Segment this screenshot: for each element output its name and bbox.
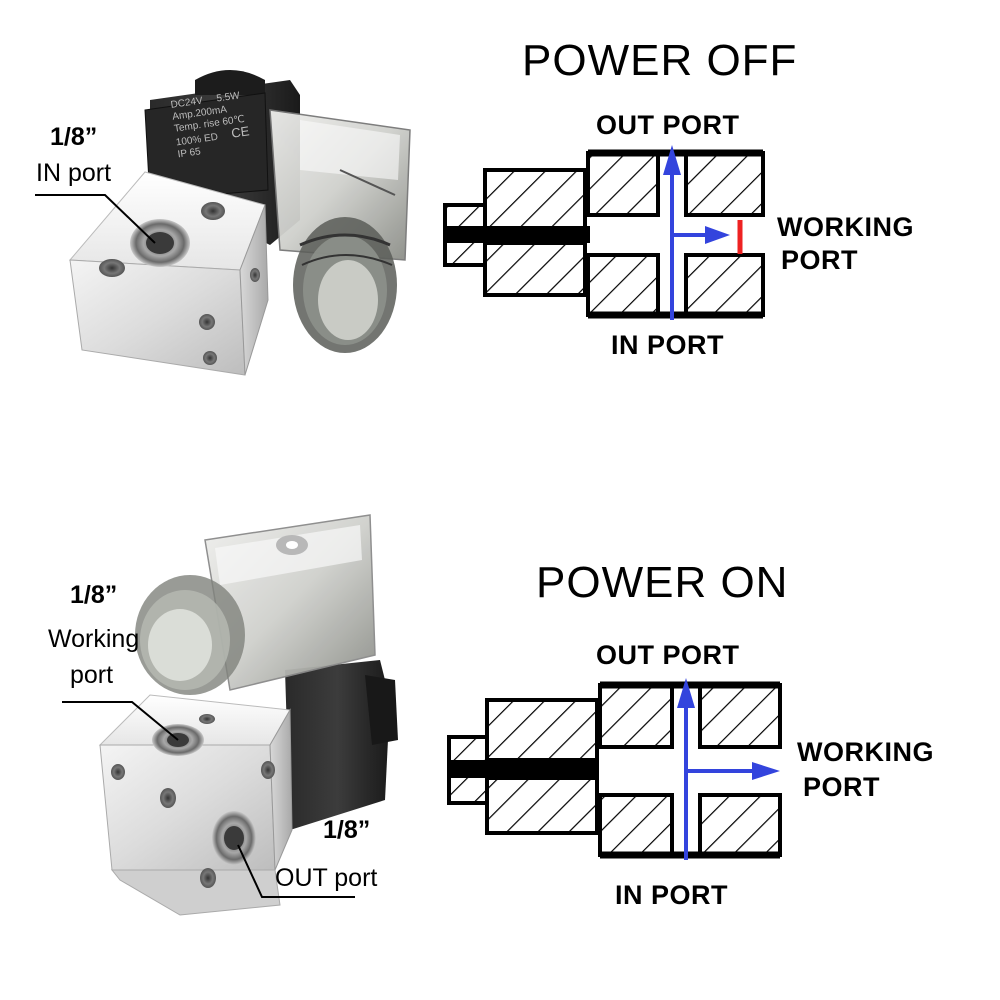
out-port-label: OUT port [275, 864, 378, 892]
ce-mark: CE [230, 123, 251, 141]
power-on-in-port-label: IN PORT [615, 880, 729, 910]
working-port-size-label: 1/8” [70, 581, 118, 609]
power-on-working-label-1: WORKING [797, 737, 934, 767]
coil-power: 5.5W [215, 90, 241, 105]
in-port-size-label: 1/8” [50, 123, 98, 151]
power-off-diagram [443, 145, 765, 320]
power-off-in-port-label: IN PORT [611, 330, 725, 360]
power-on-title: POWER ON [536, 558, 789, 607]
power-off-out-port-label: OUT PORT [596, 110, 740, 140]
working-port-label-1: Working [48, 625, 140, 653]
power-on-working-label-2: PORT [803, 772, 881, 802]
power-off-working-label-1: WORKING [777, 212, 914, 242]
valve-photo-top [68, 70, 411, 376]
power-off-flow-arrows [663, 145, 730, 320]
out-port-size-label: 1/8” [323, 816, 371, 844]
power-off-working-label-2: PORT [781, 245, 859, 275]
photo-leader-lines [35, 194, 355, 898]
power-off-title: POWER OFF [522, 36, 798, 85]
power-on-flow-arrows [677, 678, 780, 860]
in-port-label: IN port [36, 159, 112, 187]
power-on-diagram [447, 678, 782, 860]
power-on-out-port-label: OUT PORT [596, 640, 740, 670]
valve-photo-bottom [98, 514, 398, 916]
working-port-label-2: port [70, 661, 114, 689]
